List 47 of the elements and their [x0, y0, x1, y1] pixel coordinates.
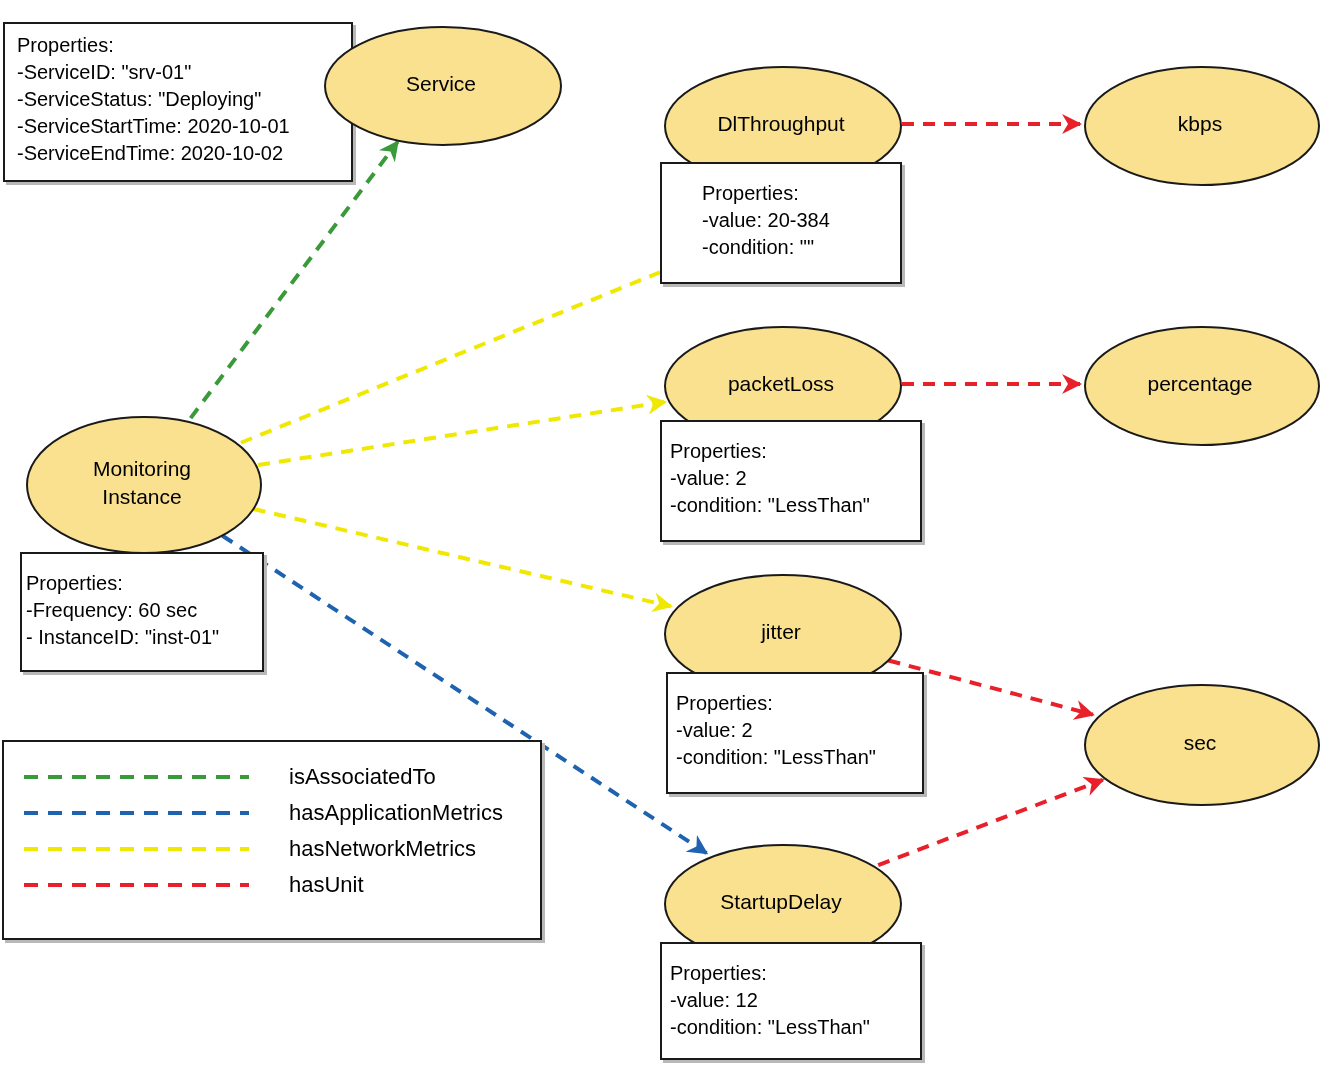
dashed-arrow — [902, 114, 1082, 134]
node-label: StartupDelay — [720, 889, 842, 915]
dashed-arrow — [257, 394, 668, 467]
property-text: -ServiceEndTime: 2020-10-02 — [17, 141, 285, 166]
property-text: -value: 2 — [676, 718, 754, 743]
property-text: Properties: — [17, 33, 115, 58]
dashed-arrow — [221, 534, 709, 855]
properties-box — [660, 162, 902, 284]
property-text: -Frequency: 60 sec — [26, 598, 199, 623]
dashed-arrow — [877, 776, 1105, 867]
node-label: percentage — [1147, 371, 1253, 397]
legend-text: hasNetworkMetrics — [289, 835, 477, 863]
node-label: sec — [1183, 730, 1217, 756]
property-text: -condition: "LessThan" — [676, 745, 877, 770]
node-label: packetLoss — [727, 371, 835, 397]
node-label: Service — [406, 71, 476, 97]
property-text: -ServiceStartTime: 2020-10-01 — [17, 114, 291, 139]
dashed-arrow — [253, 507, 673, 612]
legend-text: hasApplicationMetrics — [289, 799, 503, 827]
property-text: -value: 2 — [670, 466, 748, 491]
property-text: Properties: — [670, 439, 768, 464]
property-text: -condition: "LessThan" — [670, 1015, 871, 1040]
properties-box — [660, 420, 922, 542]
property-text: Properties: — [670, 961, 768, 986]
property-text: -ServiceID: "srv-01" — [17, 60, 193, 85]
dashed-arrow — [887, 658, 1095, 720]
property-text: -value: 12 — [670, 988, 759, 1013]
legend-text: hasUnit — [289, 871, 364, 899]
properties-box — [660, 942, 922, 1060]
property-text: -value: 20-384 — [702, 208, 831, 233]
property-text: Properties: — [676, 691, 774, 716]
node-label: kbps — [1177, 111, 1223, 137]
property-text: - InstanceID: "inst-01" — [26, 625, 221, 650]
node-label: DlThroughput — [717, 111, 845, 137]
legend-text: isAssociatedTo — [289, 763, 436, 791]
node-label: jitter — [761, 619, 801, 645]
property-text: Properties: — [702, 181, 800, 206]
properties-box — [666, 672, 924, 794]
dashed-arrow — [189, 140, 400, 420]
property-text: -condition: "LessThan" — [670, 493, 871, 518]
property-text: Properties: — [26, 571, 124, 596]
properties-box — [20, 552, 264, 672]
dashed-arrow — [902, 374, 1082, 394]
node-label: Monitoring Instance — [91, 456, 193, 510]
properties-box — [3, 22, 353, 182]
property-text: -condition: "" — [702, 235, 816, 260]
property-text: -ServiceStatus: "Deploying" — [17, 87, 263, 112]
